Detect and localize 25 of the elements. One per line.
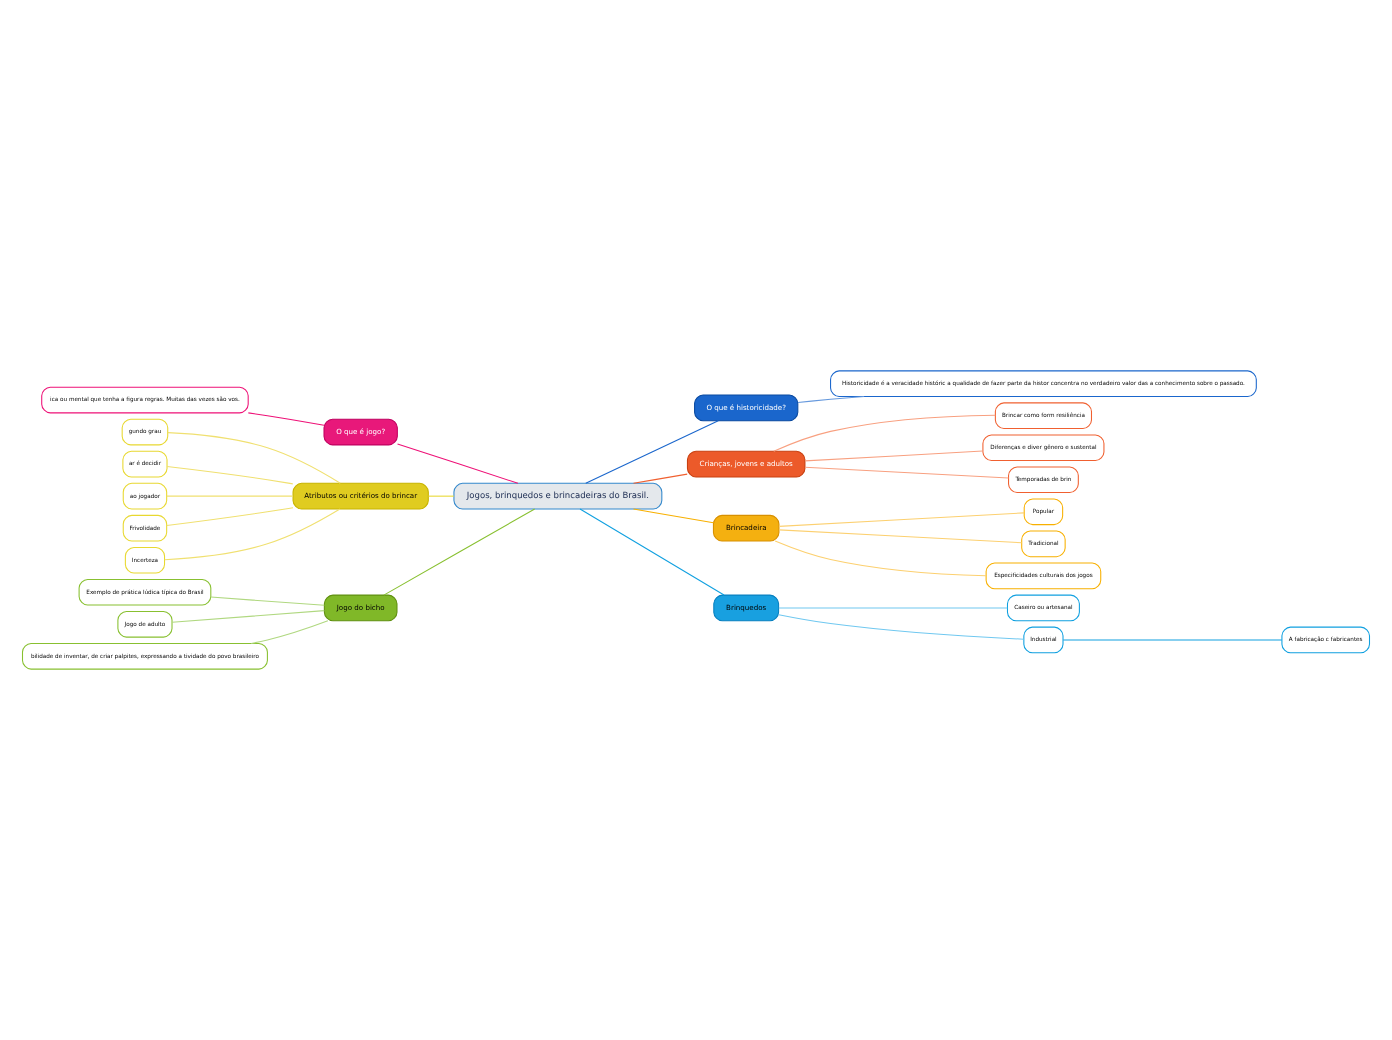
connector xyxy=(164,508,341,561)
connector xyxy=(585,420,719,484)
connector xyxy=(383,508,536,596)
connector xyxy=(210,596,325,606)
connector xyxy=(397,443,519,484)
connector xyxy=(773,414,996,452)
connector xyxy=(579,508,725,596)
connector xyxy=(797,395,865,403)
connector xyxy=(166,507,294,527)
connector xyxy=(1062,639,1283,641)
connector xyxy=(167,432,341,484)
connector xyxy=(633,508,714,524)
connector xyxy=(247,412,325,426)
connector xyxy=(250,620,329,644)
connector xyxy=(166,495,294,497)
connector xyxy=(778,512,1025,527)
connector xyxy=(778,614,1025,640)
connector xyxy=(778,529,1023,544)
connector xyxy=(427,495,455,497)
connector xyxy=(778,607,1008,609)
connector xyxy=(804,466,1010,479)
connector xyxy=(774,540,987,577)
connector xyxy=(633,473,688,484)
connector xyxy=(166,466,294,485)
connector xyxy=(804,450,984,462)
